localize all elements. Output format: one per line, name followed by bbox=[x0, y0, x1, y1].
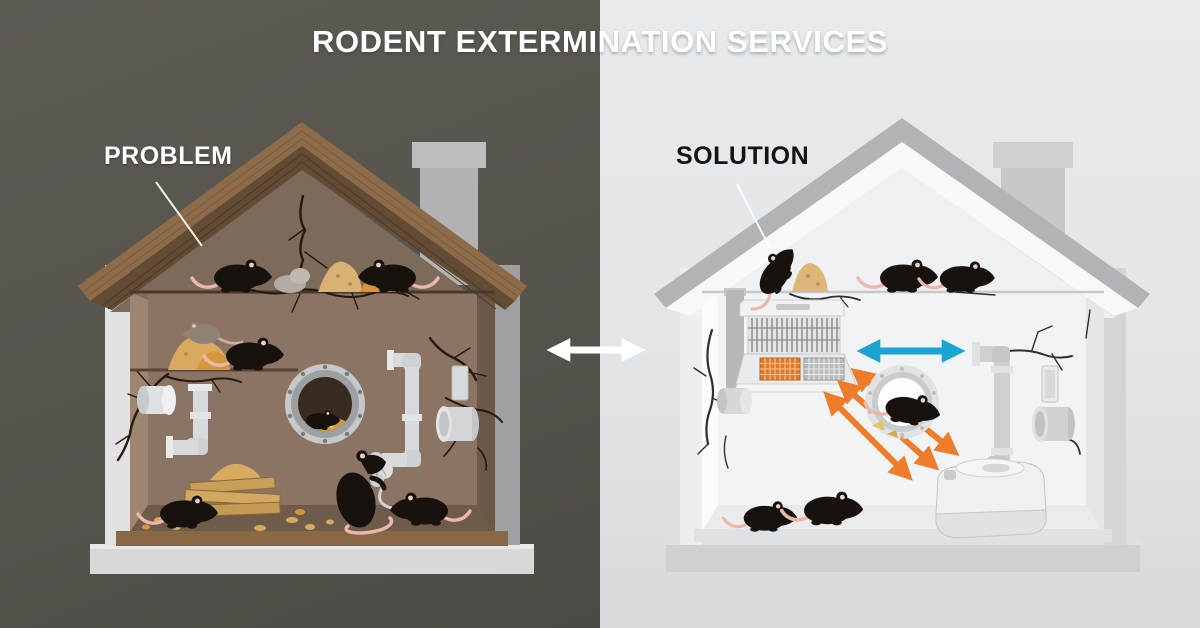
problem-leader-line bbox=[155, 181, 203, 247]
wall-vent-canister bbox=[1032, 406, 1075, 442]
food-debris-pile bbox=[792, 263, 828, 292]
wall-vent-rect bbox=[1041, 365, 1059, 403]
vent-hole bbox=[285, 364, 365, 444]
wall-vent-canister bbox=[436, 406, 479, 442]
repel-arrow-icon bbox=[823, 391, 913, 481]
exterior-wall bbox=[1104, 268, 1126, 545]
exterior-wall bbox=[680, 268, 702, 545]
solution-leader-line bbox=[736, 183, 773, 253]
food-debris-pile bbox=[872, 420, 904, 440]
wall-vent-canister bbox=[137, 385, 176, 415]
attic-interior bbox=[688, 168, 1116, 318]
exterior-wall bbox=[495, 265, 520, 545]
roof bbox=[654, 118, 1150, 316]
solution-house-illustration bbox=[654, 118, 1150, 572]
bait-station-device bbox=[935, 458, 1047, 539]
solution-label: SOLUTION bbox=[676, 142, 810, 170]
problem-house-illustration bbox=[78, 122, 534, 574]
pipe bbox=[166, 384, 212, 458]
problem-label: PROBLEM bbox=[104, 142, 233, 170]
page-title: RODENT EXTERMINATION SERVICES bbox=[311, 24, 889, 59]
wall-vent-canister bbox=[717, 388, 752, 414]
foundation bbox=[666, 540, 1140, 572]
wall-cracks bbox=[115, 194, 503, 471]
wall-vent-rect bbox=[451, 365, 469, 401]
electronic-trap-device bbox=[724, 288, 859, 393]
roof bbox=[78, 122, 527, 310]
pipe bbox=[382, 350, 422, 467]
